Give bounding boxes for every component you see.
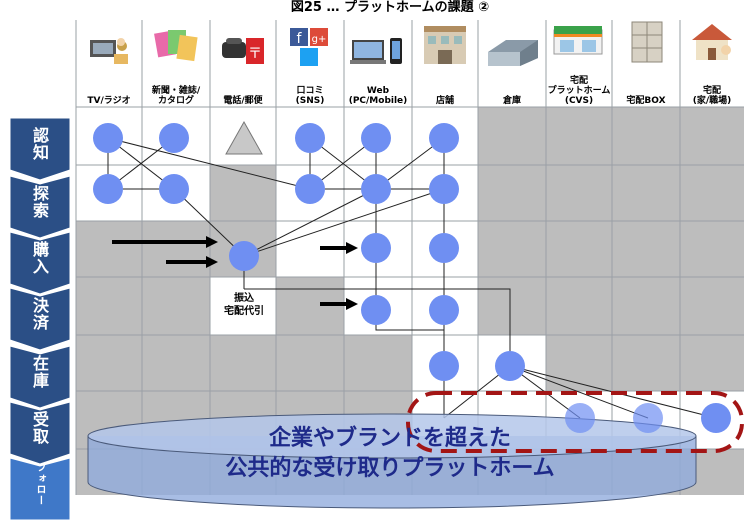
node-web-purchase bbox=[361, 233, 391, 263]
row-chevron bbox=[9, 402, 71, 464]
home-delivery-icon bbox=[692, 24, 732, 60]
node-store-purchase bbox=[429, 233, 459, 263]
node-phone-purchase bbox=[229, 241, 259, 271]
column-label-store: 店舗 bbox=[435, 96, 454, 106]
node-store-search bbox=[429, 174, 459, 204]
node-cvs-receive bbox=[565, 403, 595, 433]
column-label-home-delivery: 宅配 (家/職場) bbox=[692, 86, 732, 106]
row-label-payment: 決済 bbox=[8, 288, 74, 350]
column-label-tv-radio: TV/ラジオ bbox=[87, 96, 131, 106]
node-web-search bbox=[361, 174, 391, 204]
row-label-awareness: 認知 bbox=[8, 118, 74, 180]
node-warehouse-inventory bbox=[495, 351, 525, 381]
column-header-store: 店舗 bbox=[412, 14, 478, 108]
payment-method-note: 振込 宅配代引 bbox=[224, 293, 264, 317]
row-label-text: 在庫 bbox=[30, 355, 49, 389]
column-header-pc-mobile: Web (PC/Mobile) bbox=[344, 14, 412, 108]
svg-text:〒: 〒 bbox=[248, 46, 262, 62]
row-label-text: フォロー bbox=[34, 461, 45, 506]
column-header-locker: 宅配BOX bbox=[612, 14, 680, 108]
platform-title-line2: 公共的な受け取りプラットホーム bbox=[225, 456, 555, 481]
receive-dashed-frame bbox=[406, 391, 744, 453]
row-chevron bbox=[9, 232, 71, 294]
column-header-tv-radio: TV/ラジオ bbox=[76, 14, 142, 108]
store-icon bbox=[424, 26, 466, 64]
row-label-receive: 受取 bbox=[8, 402, 74, 464]
svg-text:g+: g+ bbox=[312, 34, 327, 45]
row-label-text: 認知 bbox=[30, 127, 49, 161]
node-store-payment bbox=[429, 295, 459, 325]
input-arrows bbox=[112, 236, 358, 310]
column-header-warehouse: 倉庫 bbox=[478, 14, 546, 108]
phone-awareness-triangle bbox=[225, 120, 263, 155]
column-label-sns: 口コミ (SNS) bbox=[295, 86, 325, 106]
column-label-pc-mobile: Web (PC/Mobile) bbox=[348, 86, 408, 106]
svg-text:f: f bbox=[297, 31, 303, 47]
diagram-stage: TV/ラジオ 新聞・雑誌/ カタログ 〒 電話/郵便 f g+ 口コミ (SNS)… bbox=[0, 14, 744, 520]
column-header-magazine: 新聞・雑誌/ カタログ bbox=[142, 14, 210, 108]
row-chevron bbox=[9, 346, 71, 408]
row-label-follow: フォロー bbox=[8, 458, 74, 520]
node-home-receive bbox=[701, 403, 731, 433]
row-label-purchase: 購入 bbox=[8, 232, 74, 294]
row-label-text: 受取 bbox=[30, 411, 49, 445]
column-header-cvs: 宅配 プラットホーム (CVS) bbox=[546, 14, 612, 108]
column-label-phone-mail: 電話/郵便 bbox=[223, 96, 263, 106]
row-chevron bbox=[9, 118, 71, 180]
row-label-text: 探索 bbox=[30, 185, 49, 219]
magazine-icon bbox=[154, 30, 198, 62]
phone-mail-icon: 〒 bbox=[222, 38, 264, 64]
title-bar bbox=[0, 0, 744, 14]
platform-title-line1: 企業やブランドを超えた bbox=[268, 426, 511, 451]
node-tv-search bbox=[93, 174, 123, 204]
column-label-warehouse: 倉庫 bbox=[502, 96, 521, 106]
node-tv-awareness bbox=[93, 123, 123, 153]
row-label-text: 決済 bbox=[30, 297, 49, 331]
pc-mobile-icon bbox=[350, 38, 402, 64]
node-web-awareness bbox=[361, 123, 391, 153]
row-label-search: 探索 bbox=[8, 176, 74, 238]
node-magazine-awareness bbox=[159, 123, 189, 153]
journey-nodes bbox=[93, 120, 744, 453]
node-web-payment bbox=[361, 295, 391, 325]
row-label-text: 購入 bbox=[30, 241, 49, 275]
node-locker-receive bbox=[633, 403, 663, 433]
column-label-cvs: 宅配 プラットホーム (CVS) bbox=[547, 76, 611, 106]
figure-title: 図25 … プラットホームの課題 ② bbox=[290, 0, 490, 12]
node-store-awareness bbox=[429, 123, 459, 153]
sns-icon: f g+ bbox=[290, 28, 328, 66]
column-header-sns: f g+ 口コミ (SNS) bbox=[276, 14, 344, 108]
node-sns-search bbox=[295, 174, 325, 204]
warehouse-icon bbox=[488, 40, 538, 66]
column-label-magazine: 新聞・雑誌/ カタログ bbox=[151, 86, 201, 106]
node-magazine-search bbox=[159, 174, 189, 204]
row-chevron bbox=[9, 288, 71, 350]
row-chevron bbox=[9, 176, 71, 238]
column-header-phone-mail: 〒 電話/郵便 bbox=[210, 14, 276, 108]
tv-radio-icon bbox=[90, 38, 128, 64]
column-header-home-delivery: 宅配 (家/職場) bbox=[680, 14, 744, 108]
convenience-store-icon bbox=[553, 26, 603, 55]
row-label-inventory: 在庫 bbox=[8, 346, 74, 408]
locker-icon bbox=[631, 21, 663, 63]
public-platform-cylinder bbox=[87, 413, 697, 509]
node-sns-awareness bbox=[295, 123, 325, 153]
node-store-inventory bbox=[429, 351, 459, 381]
column-label-locker: 宅配BOX bbox=[626, 96, 666, 106]
